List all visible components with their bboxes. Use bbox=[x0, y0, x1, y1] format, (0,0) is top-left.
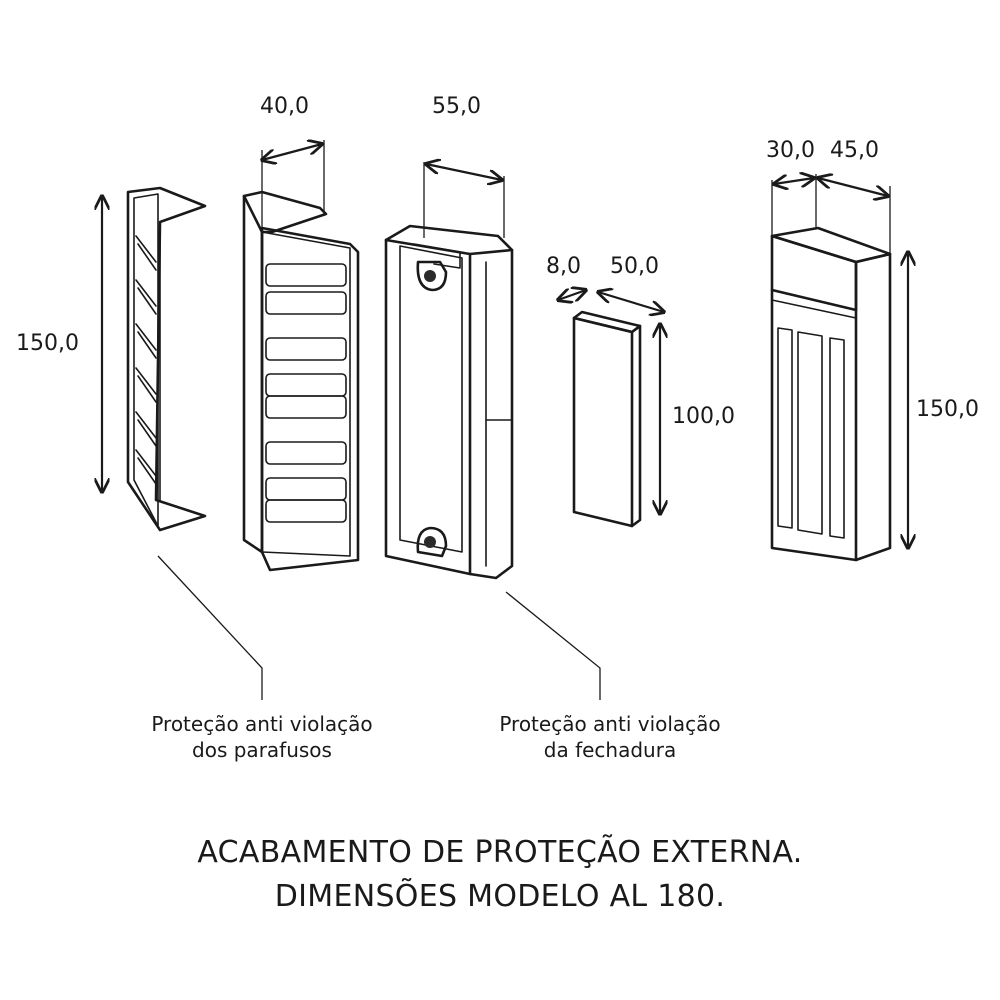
armature-dimensions bbox=[558, 290, 664, 514]
bottom-screw-clip bbox=[416, 526, 448, 558]
caption-line2: DIMENSÕES MODELO AL 180. bbox=[274, 879, 726, 914]
cover-height-text: 150,0 bbox=[16, 331, 79, 356]
screws-protection-label: Proteção anti violação dos parafusos bbox=[112, 711, 412, 763]
lock-cover-frame bbox=[384, 224, 514, 580]
lock-label-line2: da fechadura bbox=[543, 738, 677, 762]
lock-height-text: 150,0 bbox=[916, 397, 979, 422]
plate-width-dimension bbox=[262, 140, 324, 232]
armature-plate bbox=[572, 310, 642, 528]
screw-cover-bracket bbox=[126, 186, 207, 532]
armature-thickness-text: 8,0 bbox=[546, 254, 581, 279]
lock-depth-b-text: 45,0 bbox=[830, 138, 879, 163]
lock-depth-a-text: 30,0 bbox=[766, 138, 815, 163]
screws-label-line2: dos parafusos bbox=[192, 738, 332, 762]
screws-leader-line bbox=[157, 555, 263, 700]
armature-height-text: 100,0 bbox=[672, 404, 735, 429]
lock-leader-line bbox=[505, 591, 601, 700]
lock-cover-width-dimension bbox=[424, 162, 504, 238]
lock-body bbox=[770, 226, 892, 562]
armature-width-text: 50,0 bbox=[610, 254, 659, 279]
top-screw-clip bbox=[416, 260, 448, 292]
lock-protection-label: Proteção anti violação da fechadura bbox=[460, 711, 760, 763]
caption-line1: ACABAMENTO DE PROTEÇÃO EXTERNA. bbox=[197, 835, 803, 870]
lock-dimensions bbox=[772, 174, 908, 548]
plate-width-text: 40,0 bbox=[260, 94, 309, 119]
louver-slats bbox=[265, 263, 347, 523]
lock-cover-width-text: 55,0 bbox=[432, 94, 481, 119]
lock-slots bbox=[777, 327, 845, 539]
lock-label-line1: Proteção anti violação bbox=[499, 712, 721, 736]
screws-label-line1: Proteção anti violação bbox=[151, 712, 373, 736]
screw-cover-plate bbox=[242, 190, 360, 572]
